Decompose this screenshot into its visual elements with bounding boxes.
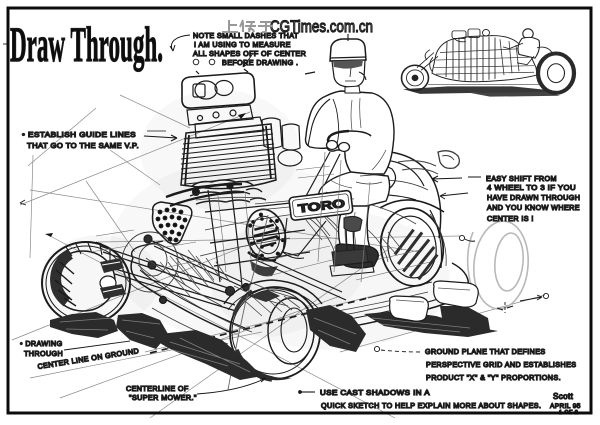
svg-text:NOTE SMALL DASHES THAT: NOTE SMALL DASHES THAT [193, 31, 299, 40]
svg-text:QUICK SKETCH TO HELP EXPLAIN M: QUICK SKETCH TO HELP EXPLAIN MORE ABOUT … [321, 401, 541, 410]
svg-text:• DRAWING: • DRAWING [20, 339, 63, 348]
svg-text:Draw Through.: Draw Through. [10, 16, 163, 72]
svg-text:CGTimes.com.cn: CGTimes.com.cn [270, 17, 373, 36]
svg-text:PERSPECTIVE GRID AND ESTABLISH: PERSPECTIVE GRID AND ESTABLISHES [426, 360, 576, 369]
svg-text:• ESTABLISH GUIDE LINES: • ESTABLISH GUIDE LINES [22, 130, 136, 139]
svg-text:CENTER IS !: CENTER IS ! [487, 214, 534, 223]
svg-text:AND YOU KNOW WHERE: AND YOU KNOW WHERE [487, 203, 580, 212]
svg-text:USE CAST SHADOWS IN A: USE CAST SHADOWS IN A [320, 388, 430, 397]
svg-text:HAVE DRAWN THROUGH: HAVE DRAWN THROUGH [487, 193, 580, 202]
svg-text:ALL SHAPES OFF OF CENTER: ALL SHAPES OFF OF CENTER [193, 49, 306, 58]
svg-text:BEFORE DRAWING .: BEFORE DRAWING . [222, 58, 298, 67]
svg-text:THAT GO TO THE SAME V.P.: THAT GO TO THE SAME V.P. [27, 141, 139, 150]
svg-text:EASY SHIFT FROM: EASY SHIFT FROM [486, 174, 557, 183]
svg-text:APRIL 95: APRIL 95 [550, 403, 581, 410]
svg-text:4 WHEEL TO 3 IF YOU: 4 WHEEL TO 3 IF YOU [487, 183, 576, 192]
svg-text:"SUPER MOWER.": "SUPER MOWER." [129, 393, 197, 402]
svg-text:THROUGH: THROUGH [24, 349, 63, 358]
svg-text:PRODUCT "X" & "Y" PROPORTIONS.: PRODUCT "X" & "Y" PROPORTIONS. [426, 373, 561, 382]
svg-text:CENTERLINE OF: CENTERLINE OF [126, 384, 189, 393]
svg-text:Scott: Scott [553, 392, 574, 401]
svg-text:GROUND PLANE THAT DEFINES: GROUND PLANE THAT DEFINES [425, 347, 546, 356]
svg-text:I AM USING TO MEASURE: I AM USING TO MEASURE [194, 40, 291, 49]
